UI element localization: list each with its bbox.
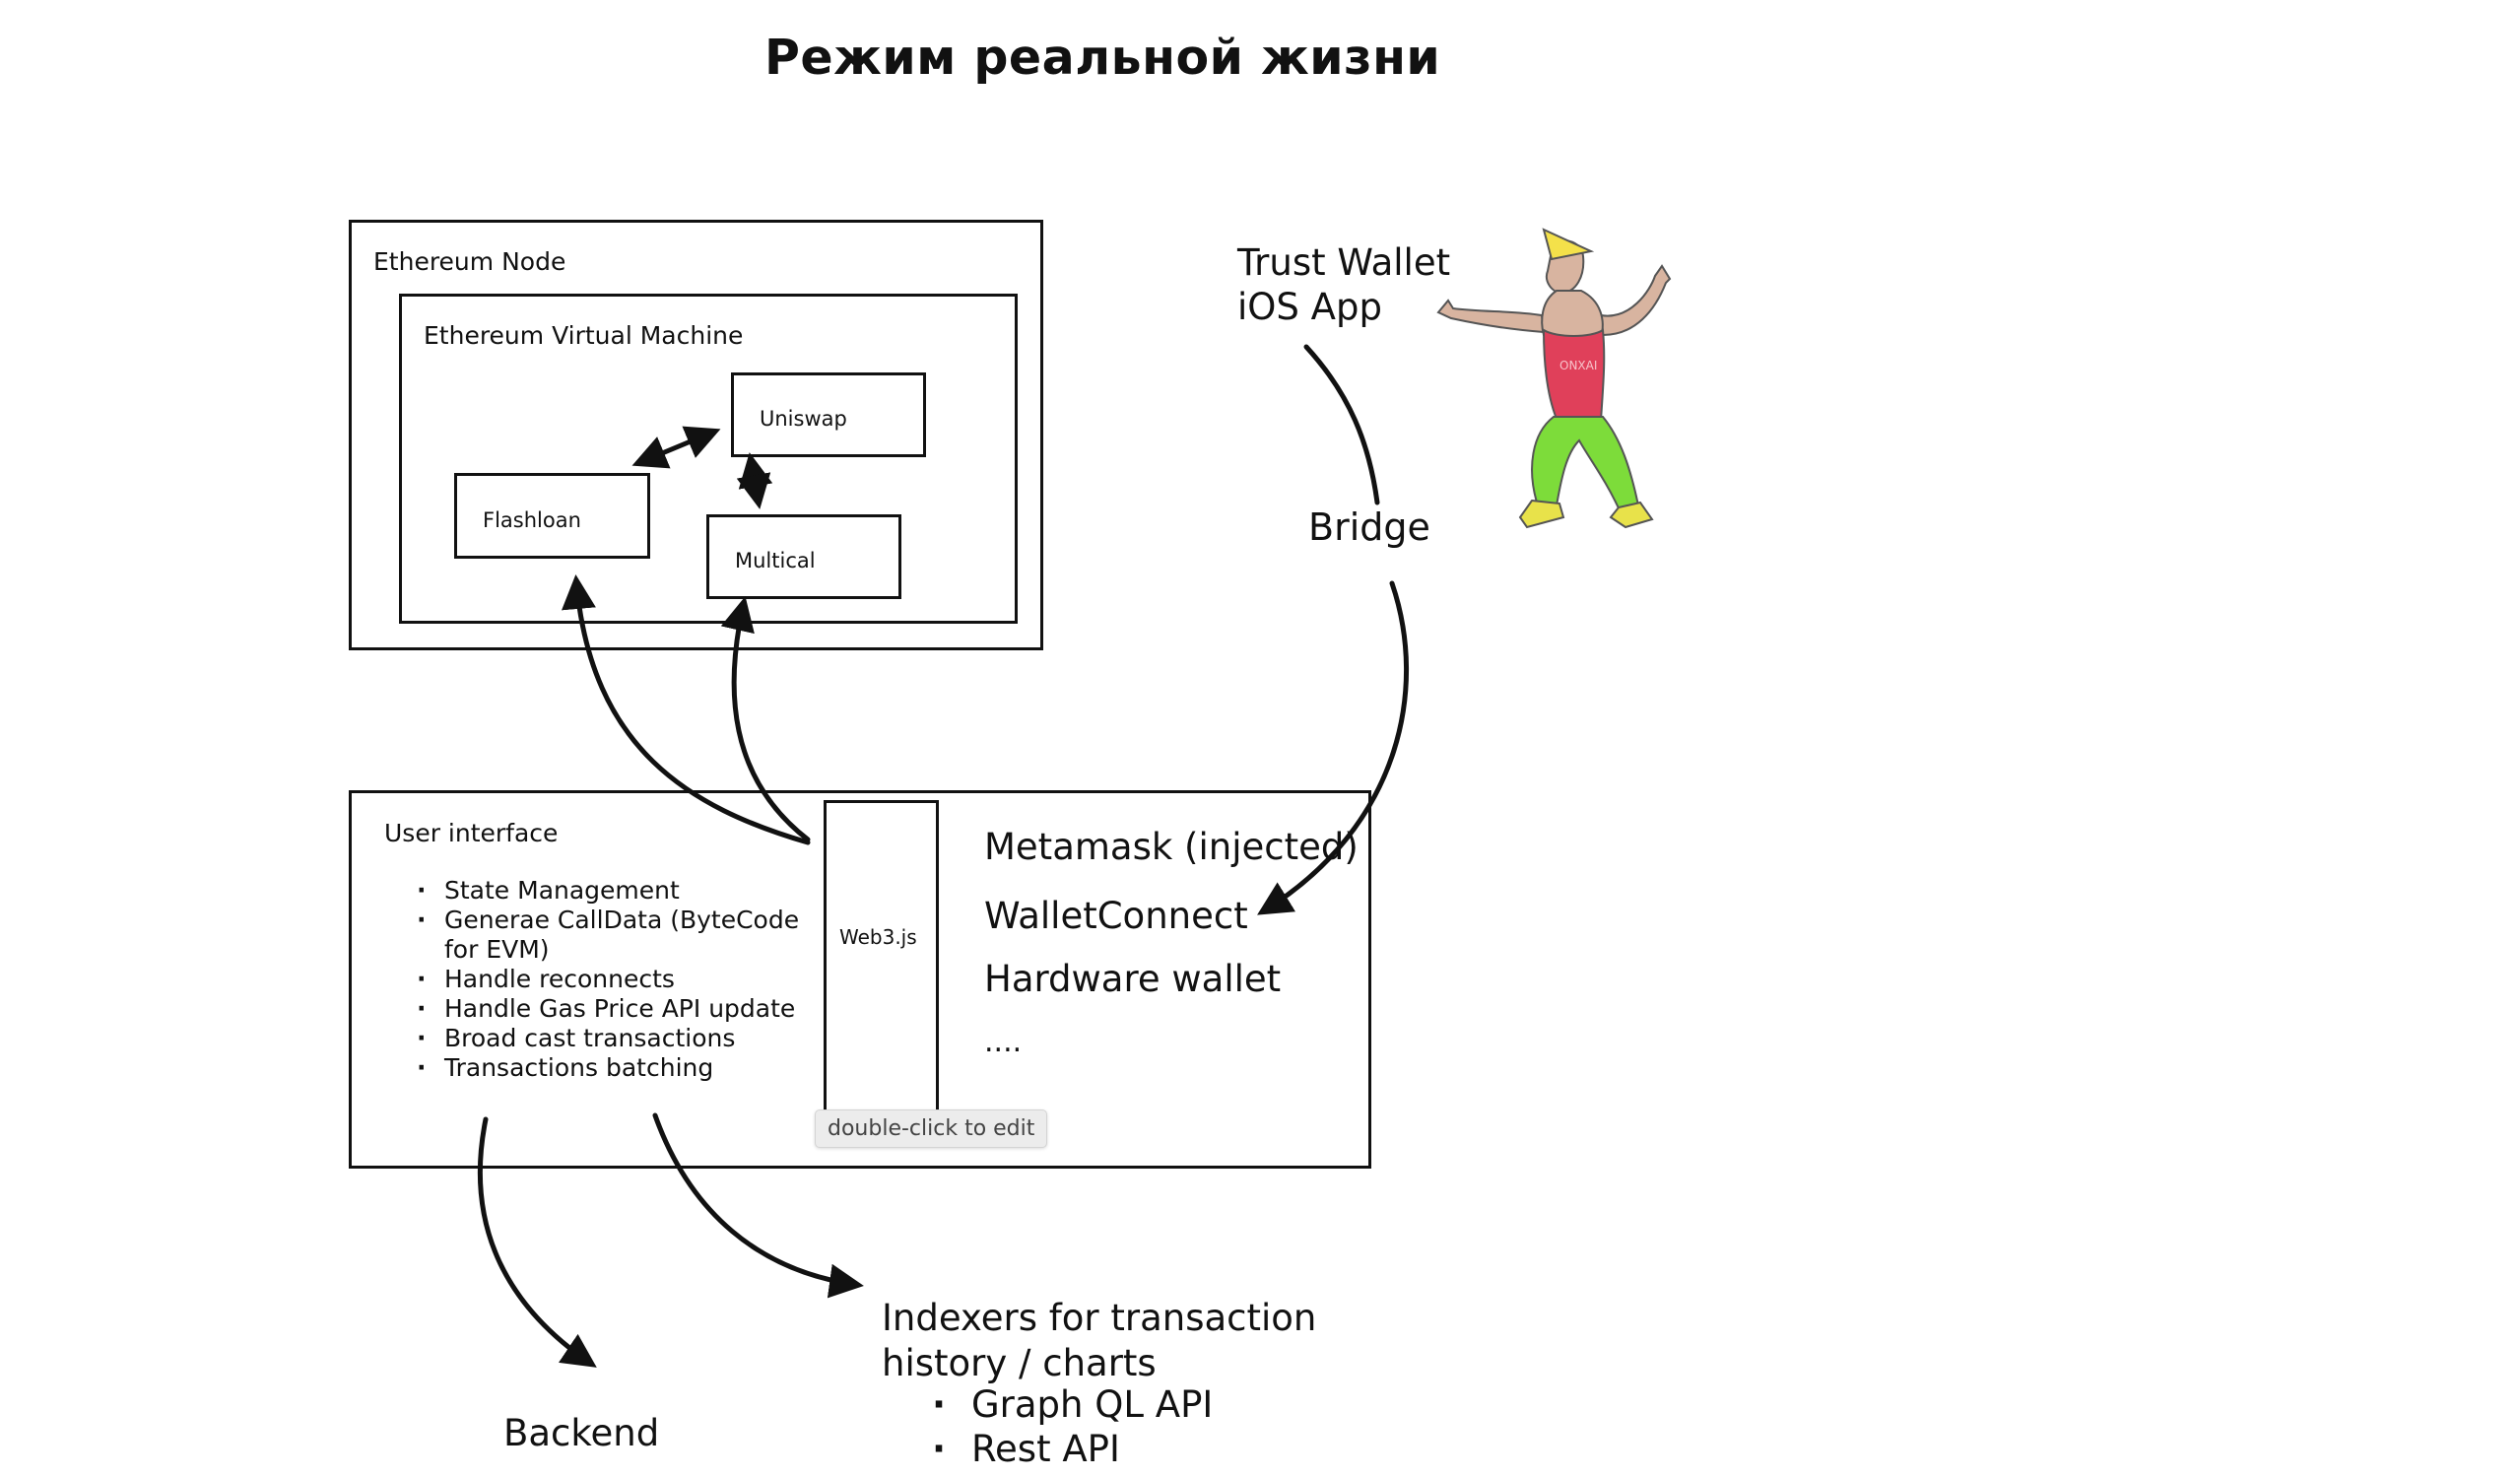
figure-shirt [1542,328,1606,423]
trust-wallet-line2: iOS App [1237,286,1382,328]
flashloan-uniswap-arrow [631,426,721,469]
indexers-line2: history / charts [882,1342,1157,1384]
ethereum-node-label: Ethereum Node [373,247,566,276]
ui-indexers-arrow [652,1112,864,1299]
figure-right-arm [1599,264,1672,337]
uniswap-box[interactable] [731,372,926,457]
ui-multical-arrow [720,596,811,842]
list-item: State Management [417,876,811,906]
wallet-hardware: Hardware wallet [984,958,1282,1000]
indexers-line1: Indexers for transaction [882,1297,1317,1339]
list-item: Handle reconnects [417,965,811,994]
ui-backend-arrow [477,1116,597,1368]
ethereum-node-box[interactable] [349,220,1043,650]
ui-feature-list: State Management Generae CallData (ByteC… [417,876,811,1083]
list-item: Rest API [930,1427,1213,1471]
page-title: Режим реальной жизни [764,30,1441,86]
evm-box[interactable] [399,294,1018,624]
figure-torso [1541,290,1604,340]
list-item: Graph QL API [930,1382,1213,1427]
multical-box[interactable] [706,514,901,599]
flashloan-box[interactable] [454,473,650,559]
indexers-list: Graph QL API Rest API [930,1382,1213,1471]
figure-left-arm [1436,299,1546,334]
evm-label: Ethereum Virtual Machine [424,321,744,350]
list-item: Generae CallData (ByteCode [417,906,811,935]
list-item: Transactions batching [417,1053,811,1083]
backend-label: Backend [503,1412,660,1454]
wallet-metamask: Metamask (injected) [984,826,1359,868]
chad-meme-figure: ONXAI [1436,228,1672,529]
ui-flashloan-arrow [562,574,811,845]
trust-wallet-line1: Trust Wallet [1237,241,1451,284]
uniswap-label: Uniswap [760,407,847,431]
list-item-continuation: for EVM) [444,935,550,964]
user-interface-label: User interface [384,819,559,847]
figure-right-shoe [1609,501,1654,529]
list-item: Handle Gas Price API update [417,994,811,1024]
trustwallet-bridge-arrow [1303,344,1380,505]
user-interface-box[interactable] [349,790,1371,1169]
edit-tooltip: double-click to edit [815,1109,1048,1148]
bridge-walletconnect-arrow [1257,580,1409,915]
bridge-label: Bridge [1308,505,1430,549]
figure-hat [1542,228,1595,261]
figure-shirt-text: ONXAI [1559,359,1597,372]
multical-label: Multical [735,549,816,572]
wallet-walletconnect: WalletConnect [984,895,1248,937]
uniswap-multical-arrow [736,452,773,509]
figure-left-shoe [1518,499,1565,529]
flashloan-label: Flashloan [483,508,581,532]
wallet-more: .... [984,1025,1023,1059]
web3-label: Web3.js [839,925,917,949]
figure-pants [1531,416,1640,514]
web3-box[interactable] [824,800,939,1117]
list-item: Broad cast transactions [417,1024,811,1053]
